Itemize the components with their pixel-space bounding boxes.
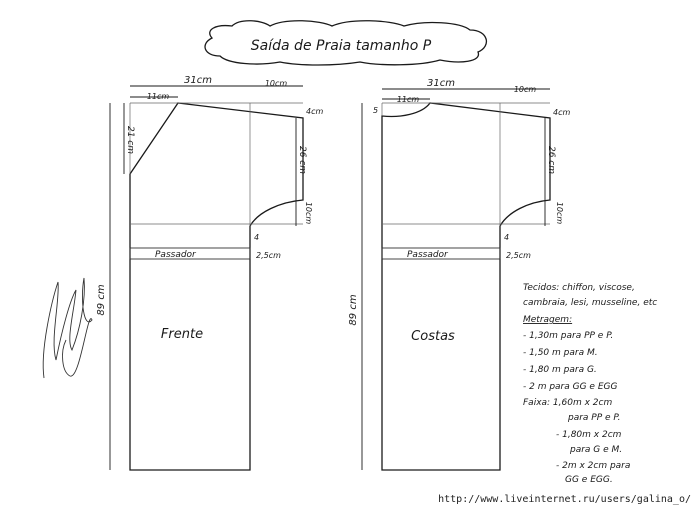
note-1: cambraia, lesi, musseline, etc bbox=[523, 298, 657, 308]
back-dim-neckdepth: 5 bbox=[373, 106, 378, 115]
note-12: GG e EGG. bbox=[565, 475, 613, 485]
note-3: - 1,30m para PP e P. bbox=[523, 331, 613, 341]
back-dim-underarm: 10cm bbox=[555, 202, 564, 225]
front-dim-gap: 4 bbox=[254, 233, 259, 242]
note-5: - 1,80 m para G. bbox=[523, 365, 597, 375]
back-dim-armhole: 26 cm bbox=[546, 146, 556, 174]
signature bbox=[42, 277, 93, 379]
back-piece: Passador Costas 31cm 10cm 11cm 5 4cm 26 … bbox=[348, 78, 570, 471]
note-6: - 2 m para GG e EGG bbox=[523, 382, 617, 392]
note-2: Metragem: bbox=[523, 315, 572, 325]
front-dim-top: 31cm bbox=[184, 75, 212, 86]
note-9: - 1,80m x 2cm bbox=[556, 430, 622, 440]
front-dim-sleeve: 10cm bbox=[265, 79, 288, 88]
note-8: para PP e P. bbox=[567, 413, 620, 423]
front-outline bbox=[129, 102, 304, 471]
title-cloud bbox=[204, 20, 488, 66]
back-dim-top: 31cm bbox=[427, 78, 455, 89]
note-10: para G e M. bbox=[569, 445, 622, 455]
front-dim-underarm: 10cm bbox=[304, 202, 313, 225]
front-dim-passador: 2,5cm bbox=[256, 251, 281, 260]
back-dim-length: 89 cm bbox=[348, 294, 359, 325]
title: Saída de Praia tamanho P bbox=[251, 38, 432, 54]
front-passador-label: Passador bbox=[155, 250, 197, 260]
back-dim-shoulder: 4cm bbox=[553, 108, 570, 117]
notes: Tecidos: chiffon, viscose, cambraia, les… bbox=[523, 283, 657, 485]
back-dim-neck: 11cm bbox=[397, 95, 420, 104]
note-4: - 1,50 m para M. bbox=[523, 348, 598, 358]
front-label: Frente bbox=[161, 327, 203, 342]
note-7: Faixa: 1,60m x 2cm bbox=[523, 398, 612, 408]
front-dim-neck: 11cm bbox=[147, 92, 170, 101]
front-dim-shoulder: 4cm bbox=[306, 107, 323, 116]
back-outline bbox=[381, 102, 551, 471]
back-passador-band bbox=[381, 247, 501, 260]
front-dim-armhole: 26 cm bbox=[297, 146, 307, 174]
front-passador-band bbox=[129, 247, 251, 260]
front-piece: Passador Frente 31cm 10cm 11cm 4cm 21 cm… bbox=[96, 75, 323, 471]
front-dim-length: 89 cm bbox=[96, 284, 107, 315]
note-0: Tecidos: chiffon, viscose, bbox=[523, 283, 635, 293]
back-label: Costas bbox=[411, 329, 455, 344]
back-dim-gap: 4 bbox=[504, 233, 509, 242]
note-11: - 2m x 2cm para bbox=[556, 461, 630, 471]
back-dim-sleeve: 10cm bbox=[514, 85, 537, 94]
back-passador-label: Passador bbox=[407, 250, 449, 260]
back-dim-passador: 2,5cm bbox=[506, 251, 531, 260]
front-dim-neckdepth: 21 cm bbox=[125, 126, 135, 154]
source-url: http://www.liveinternet.ru/users/galina_… bbox=[438, 494, 691, 505]
